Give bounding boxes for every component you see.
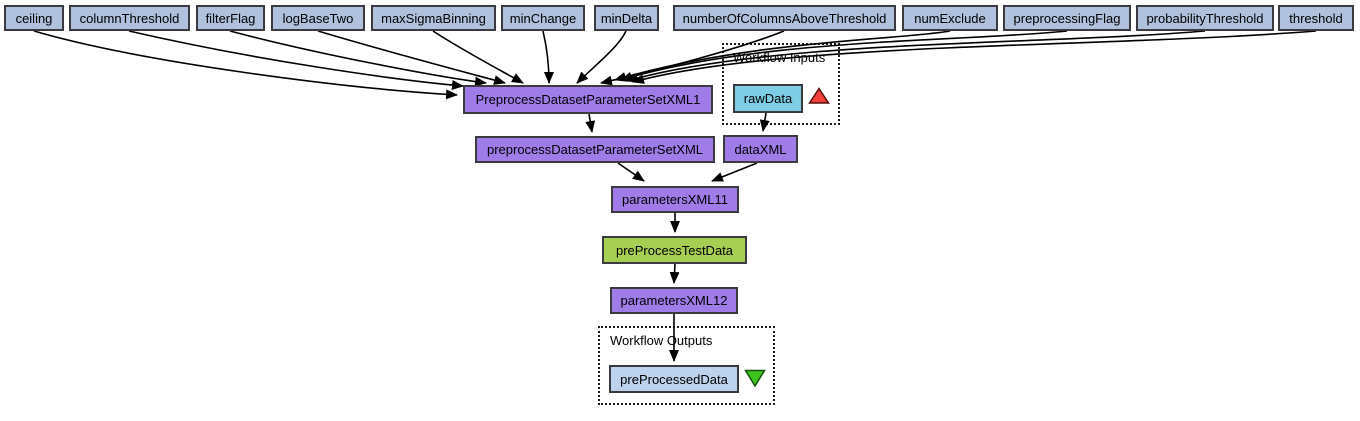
param-node-minDelta[interactable]: minDelta <box>594 5 659 31</box>
node-preProcessedData[interactable]: preProcessedData <box>609 365 739 393</box>
node-PreprocessDatasetParameterSetXML1[interactable]: PreprocessDatasetParameterSetXML1 <box>463 85 713 114</box>
edge-minDelta <box>576 30 627 84</box>
workflow-outputs-label: Workflow Outputs <box>610 333 713 348</box>
param-node-minChange[interactable]: minChange <box>501 5 585 31</box>
edge-filterFlag <box>229 30 487 87</box>
workflow-outputs-group <box>598 326 775 405</box>
node-rawData[interactable]: rawData <box>733 84 803 113</box>
workflow-inputs-label: Workflow Inputs <box>733 50 826 65</box>
param-node-probabilityThreshold[interactable]: probabilityThreshold <box>1136 5 1274 31</box>
node-preProcessTestData[interactable]: preProcessTestData <box>602 236 747 264</box>
node-dataXML[interactable]: dataXML <box>723 135 798 163</box>
edge-logBaseTwo <box>317 30 506 85</box>
edge-probabilityThreshold <box>626 30 1206 83</box>
node-parametersXML11[interactable]: parametersXML11 <box>611 186 739 213</box>
workflow-output-marker-icon <box>744 369 766 388</box>
edge-ceiling <box>33 30 458 100</box>
param-node-maxSigmaBinning[interactable]: maxSigmaBinning <box>371 5 496 31</box>
param-node-numberOfColumnsAboveThreshold[interactable]: numberOfColumnsAboveThreshold <box>673 5 896 31</box>
param-node-columnThreshold[interactable]: columnThreshold <box>69 5 190 31</box>
param-node-filterFlag[interactable]: filterFlag <box>196 5 265 31</box>
param-node-preprocessingFlag[interactable]: preprocessingFlag <box>1003 5 1131 31</box>
edge-ppsx1-to-ppsx <box>585 113 596 133</box>
param-node-numExclude[interactable]: numExclude <box>902 5 998 31</box>
param-node-ceiling[interactable]: ceiling <box>4 5 64 31</box>
edge-maxSigmaBinning <box>432 30 524 84</box>
edge-columnThreshold <box>128 30 464 91</box>
node-preprocessDatasetParameterSetXML[interactable]: preprocessDatasetParameterSetXML <box>475 136 715 163</box>
node-parametersXML12[interactable]: parametersXML12 <box>610 287 738 314</box>
param-node-logBaseTwo[interactable]: logBaseTwo <box>271 5 365 31</box>
workflow-input-marker-icon <box>808 87 830 104</box>
edge-ppsx-to-paramsxml11 <box>617 162 645 182</box>
edge-processor-to-paramsxml12 <box>669 263 680 284</box>
edge-minChange <box>542 30 554 84</box>
param-node-threshold[interactable]: threshold <box>1278 5 1354 31</box>
edge-preprocessingFlag <box>620 30 1068 82</box>
edge-dataxml-to-paramsxml11 <box>711 162 758 182</box>
